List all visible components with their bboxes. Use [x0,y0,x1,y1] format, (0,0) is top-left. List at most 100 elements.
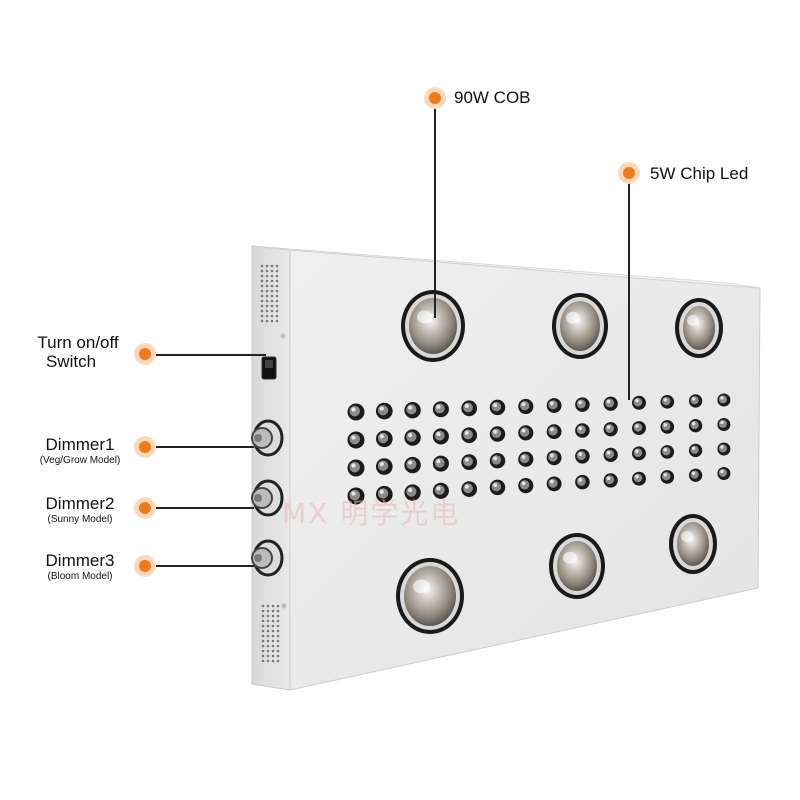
vent-hole [261,609,265,613]
vent-hole [265,269,269,273]
vent-hole [265,304,269,308]
vent-hole [261,644,265,648]
label-dimmer1: Dimmer1 (Veg/Grow Model) [24,435,136,466]
orange-dot-icon [424,87,446,109]
vent-hole [266,659,270,663]
chip-led [717,467,731,480]
label-cob: 90W COB [454,88,531,107]
chip-led [404,484,421,501]
vent-hole [276,649,280,653]
vent-hole [265,294,269,298]
dimmer-connector-3[interactable] [251,539,284,577]
vent-hole [276,634,280,638]
label-dimmer3: Dimmer3 (Bloom Model) [24,551,136,582]
chip-led [603,396,618,411]
vent-hole [265,279,269,283]
vent-hole [260,279,264,283]
vent-hole [270,269,274,273]
vent-hole [266,619,270,623]
vent-hole [265,319,269,323]
vent-hole [260,274,264,278]
chip-led-grid [347,393,731,505]
vent-hole [260,304,264,308]
vent-hole [271,629,275,633]
vent-hole [266,634,270,638]
callout-dots [134,87,640,577]
vent-hole [275,274,279,278]
watermark-logo: MX [282,497,330,530]
vent-hole [276,609,280,613]
cob-lenses [396,290,723,634]
chip-led [432,428,449,445]
chip-led [347,403,365,421]
vent-hole [266,624,270,628]
chip-led [688,443,703,458]
vent-hole [270,304,274,308]
dimmer-connector-2[interactable] [251,479,284,517]
chip-led [632,421,646,436]
vent-hole [261,654,265,658]
vent-hole [266,609,270,613]
vent-hole [260,319,264,323]
screw-bottom [281,603,287,609]
chip-led [546,476,562,492]
label-dimmer1-title: Dimmer1 [45,435,115,454]
chip-led [347,431,365,449]
vent-hole [275,284,279,288]
label-dimmer2: Dimmer2 (Sunny Model) [24,494,136,525]
vent-hole [271,644,275,648]
chip-led [575,423,590,438]
dimmer-connector-1[interactable] [251,419,284,457]
chip-led [375,430,393,448]
vent-hole [260,309,264,313]
chip-led [717,418,731,431]
vent-hole [265,274,269,278]
vent-hole [266,604,270,608]
chip-led [461,427,478,444]
panel-top-edge [251,245,761,289]
vent-hole [266,649,270,653]
vent-hole [265,284,269,288]
label-dimmer2-title: Dimmer2 [45,494,115,513]
vent-hole [276,659,280,663]
vent-hole [270,314,274,318]
vent-hole [261,649,265,653]
vent-hole [270,264,274,268]
chip-led [432,401,449,418]
vent-hole [265,264,269,268]
label-dimmer2-sub: (Sunny Model) [47,514,113,525]
chip-led [347,459,365,477]
vent-hole [261,639,265,643]
orange-dot-icon [134,555,156,577]
chip-led [489,479,506,496]
chip-led [375,458,393,475]
vent-hole [271,649,275,653]
chip-led [660,470,675,484]
vent-hole [276,614,280,618]
chip-led [632,395,646,410]
chip-led [688,419,703,433]
vent-hole [275,309,279,313]
chip-led [575,449,590,464]
chip-led [546,398,562,413]
vent-hole [271,614,275,618]
label-dimmer3-sub: (Bloom Model) [47,571,113,582]
vent-hole [270,274,274,278]
vent-hole [271,659,275,663]
leader-lines [155,108,630,567]
vent-hole [265,314,269,318]
watermark-text: MX 明学光电 [282,492,460,532]
label-chip: 5W Chip Led [650,164,749,183]
chip-led [660,420,675,434]
chip-led [375,485,393,503]
vent-hole [261,619,265,623]
vent-hole [260,289,264,293]
chip-led [688,394,703,408]
chip-led [432,455,449,472]
chip-led [404,429,421,446]
chip-led [575,474,590,490]
chip-led [603,422,618,437]
vent-hole [260,294,264,298]
chip-led [489,399,506,416]
